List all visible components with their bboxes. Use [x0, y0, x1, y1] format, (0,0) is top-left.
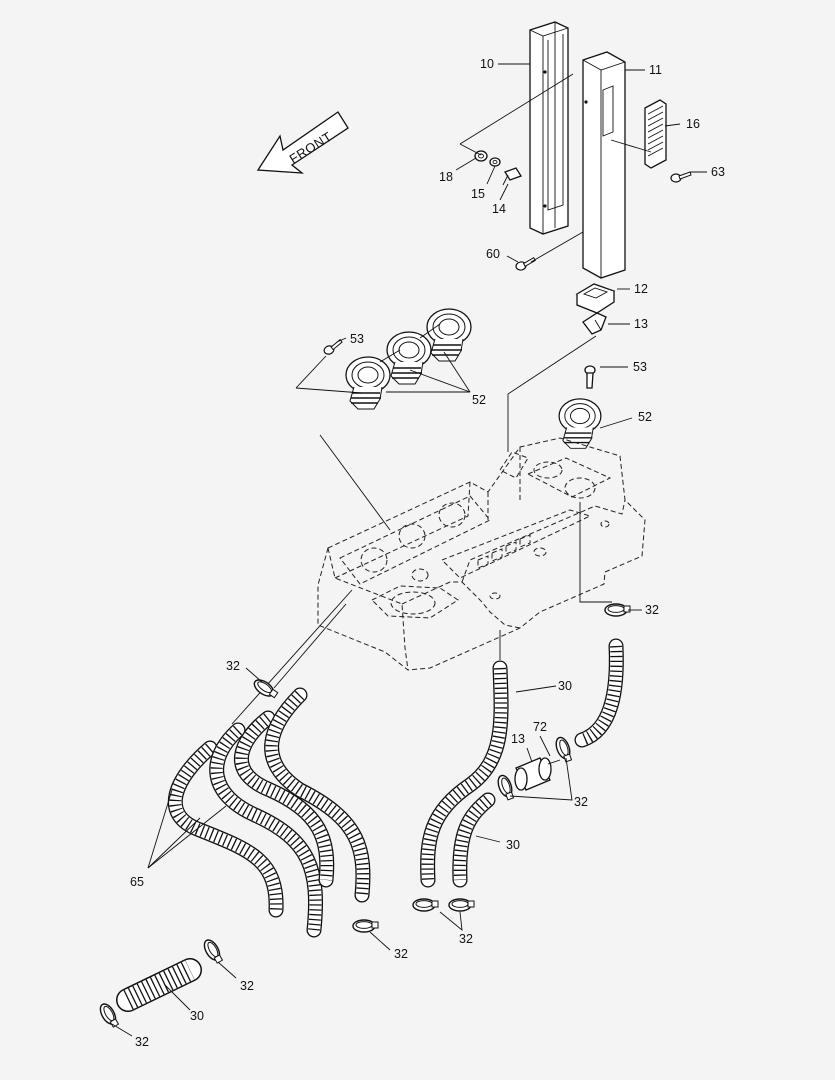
front-arrow: FRONT	[256, 111, 349, 174]
callout-52-right: 52	[638, 410, 652, 424]
screw-53-single	[584, 365, 596, 389]
callout-63: 63	[711, 165, 725, 179]
part-10-rail	[529, 21, 569, 235]
callout-labels: 10 11 16 63 18 15 14 60 12 13 53 52 53 5…	[130, 57, 725, 1049]
callout-32-a: 32	[226, 659, 240, 673]
callout-32-f: 32	[240, 979, 254, 993]
callout-32-b: 32	[645, 603, 659, 617]
callout-30-a: 30	[558, 679, 572, 693]
callout-30-b: 30	[506, 838, 520, 852]
hoses-right	[420, 638, 624, 888]
callout-32-c: 32	[574, 795, 588, 809]
leader-lines-vents	[295, 335, 597, 531]
callout-14: 14	[492, 202, 506, 216]
callout-60: 60	[486, 247, 500, 261]
callout-12: 12	[634, 282, 648, 296]
callout-13-top: 13	[634, 317, 648, 331]
callout-15: 15	[471, 187, 485, 201]
callout-65: 65	[130, 875, 144, 889]
callout-72: 72	[533, 720, 547, 734]
hose-loose-30	[116, 958, 202, 1012]
part-16-grille	[644, 99, 667, 169]
callout-10: 10	[480, 57, 494, 71]
callout-32-g: 32	[135, 1035, 149, 1049]
connector-13	[514, 757, 561, 791]
callout-32-e: 32	[459, 932, 473, 946]
callout-11: 11	[649, 63, 662, 77]
part-12-seal	[575, 283, 616, 314]
callout-13-bottom: 13	[511, 732, 525, 746]
hoses-left-65	[167, 687, 371, 938]
vent-group-52	[345, 308, 472, 410]
callout-16: 16	[686, 117, 700, 131]
console-housing	[317, 437, 646, 671]
part-13-clip	[582, 312, 607, 335]
leader-lines-top	[455, 63, 707, 325]
callout-30-c: 30	[190, 1009, 204, 1023]
part-11-cover	[582, 51, 626, 279]
callout-52-left: 52	[472, 393, 486, 407]
callout-53-right: 53	[633, 360, 647, 374]
callout-53-left: 53	[350, 332, 364, 346]
leader-lines-console	[231, 502, 612, 725]
callout-18: 18	[439, 170, 453, 184]
leader-lines-bottom	[111, 609, 642, 1037]
callout-32-d: 32	[394, 947, 408, 961]
